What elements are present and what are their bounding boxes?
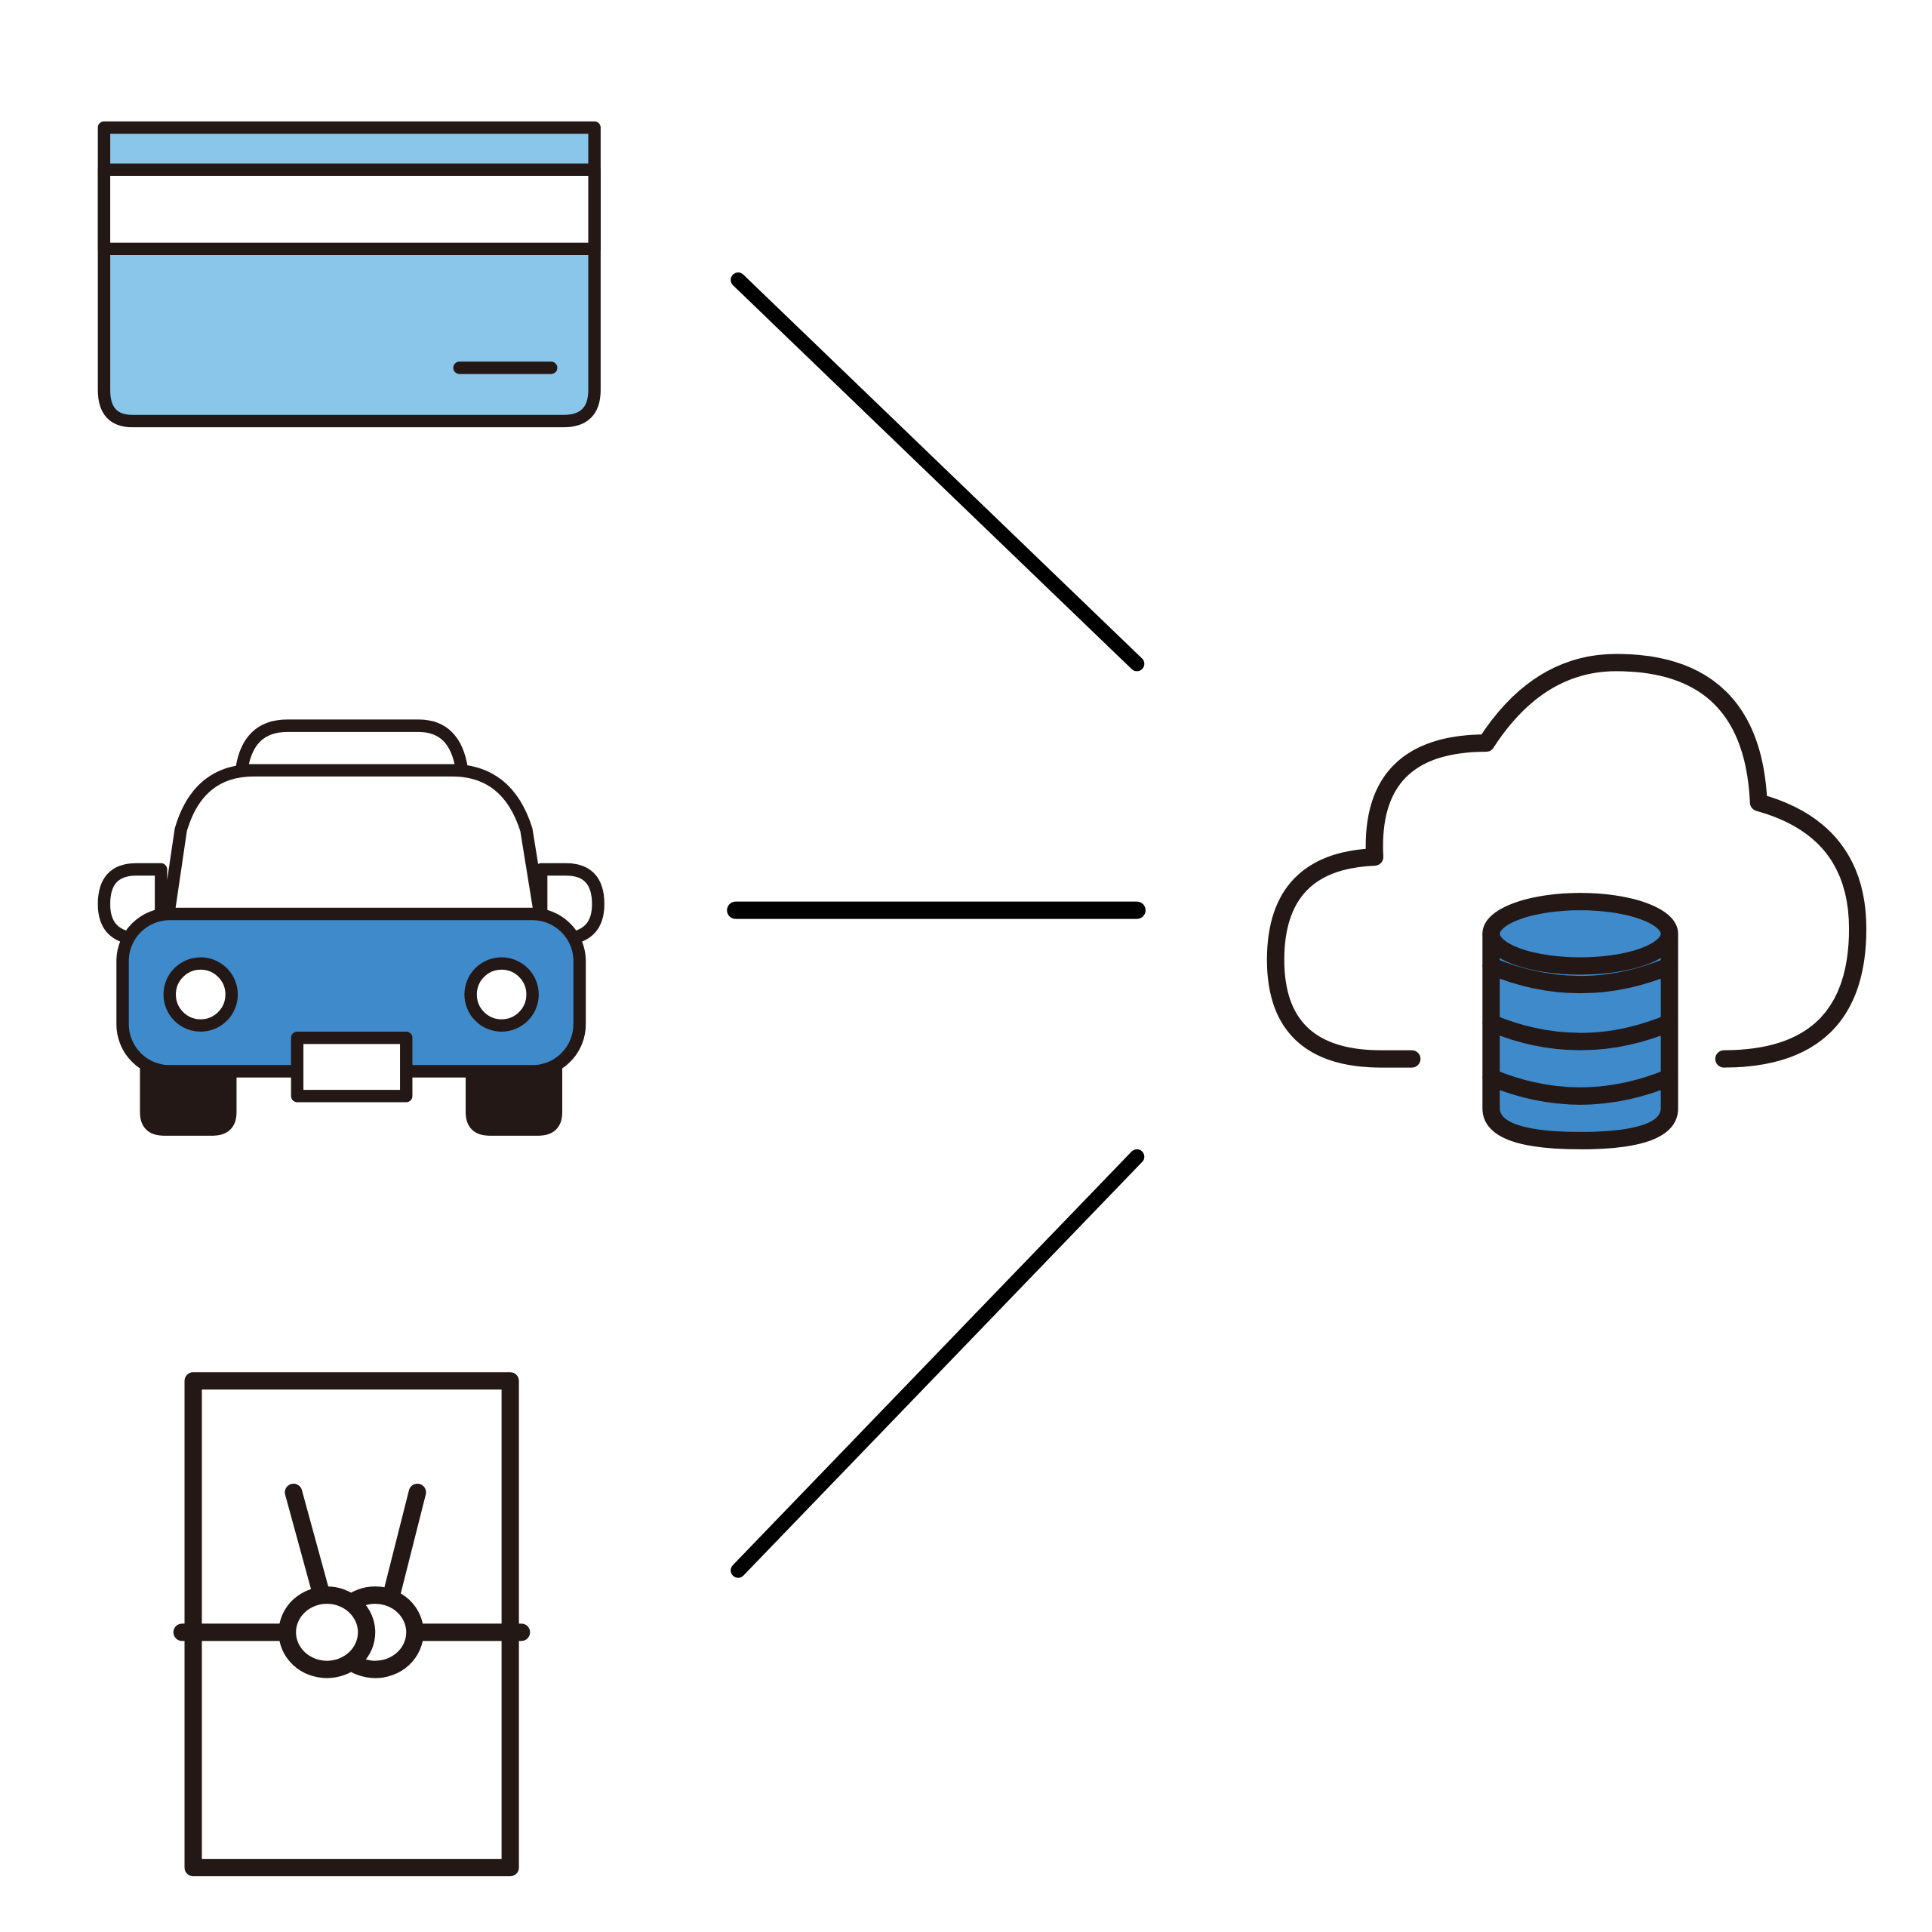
taxi-icon xyxy=(97,719,605,1136)
database-ring-3 xyxy=(1482,1069,1678,1105)
gift-envelope-icon xyxy=(173,1372,531,1877)
database-ring-1 xyxy=(1482,957,1678,994)
taxi-license-plate xyxy=(291,1031,413,1103)
taxi-left-headlight xyxy=(163,957,238,1032)
card-stripe xyxy=(97,163,601,256)
taxi-cabin xyxy=(162,764,546,921)
connector-envelope-to-cloud xyxy=(731,1149,1145,1578)
taxi-roof-sign xyxy=(235,719,469,777)
cloud-outline xyxy=(1266,654,1867,1068)
envelope-knot-left xyxy=(278,1586,376,1678)
taxi-right-headlight xyxy=(464,957,539,1032)
connector-card-to-cloud xyxy=(731,272,1145,672)
database-ring-2 xyxy=(1482,1014,1678,1051)
credit-card-icon xyxy=(97,121,601,428)
database-top xyxy=(1482,893,1678,975)
connectors xyxy=(727,272,1146,1578)
cloud-database-icon xyxy=(1266,654,1867,1149)
